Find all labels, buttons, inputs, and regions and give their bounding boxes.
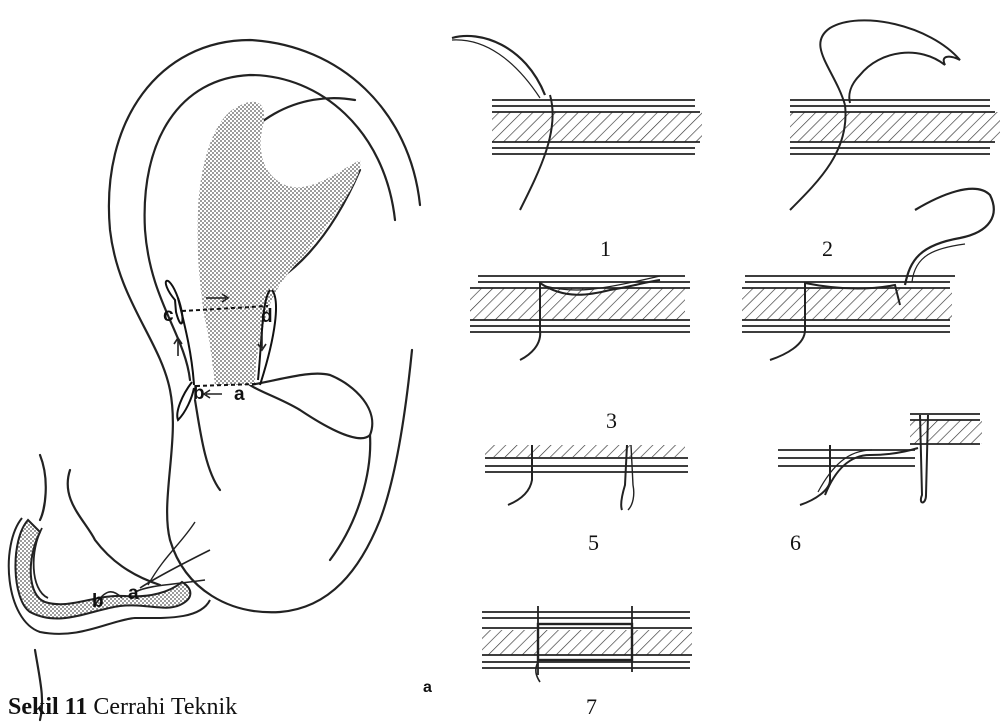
step-number-7: 7 (586, 696, 597, 718)
cross-section-label-b: b (92, 592, 104, 611)
figure-caption: Sekil 11 Cerrahi Teknik (8, 694, 237, 721)
step-panel-7 (482, 606, 692, 682)
caption-label: Sekil 11 (8, 694, 87, 720)
ear-label-d: d (261, 307, 273, 326)
ear-label-a: a (234, 385, 245, 404)
arrow-left-icon (204, 390, 222, 398)
step-panel-1 (452, 36, 702, 210)
step-panel-2 (790, 20, 1000, 210)
step-number-2: 2 (822, 238, 833, 260)
step-panel-6 (778, 414, 982, 505)
ear-cross-section (9, 518, 210, 634)
ear-label-b: b (193, 384, 205, 403)
caption-text: Cerrahi Teknik (87, 694, 237, 720)
step-number-5: 5 (588, 532, 599, 554)
step-panel-5 (485, 445, 688, 510)
cartilage-shaded-region (197, 102, 360, 385)
step-panel-4 (742, 189, 994, 360)
step-number-6: 6 (790, 532, 801, 554)
step-number-3: 3 (606, 410, 617, 432)
panel-a-label: a (423, 680, 432, 696)
step-panel-3 (470, 276, 690, 360)
cross-section-label-a: a (128, 584, 139, 603)
step-number-1: 1 (600, 238, 611, 260)
ear-label-c: c (163, 306, 174, 325)
